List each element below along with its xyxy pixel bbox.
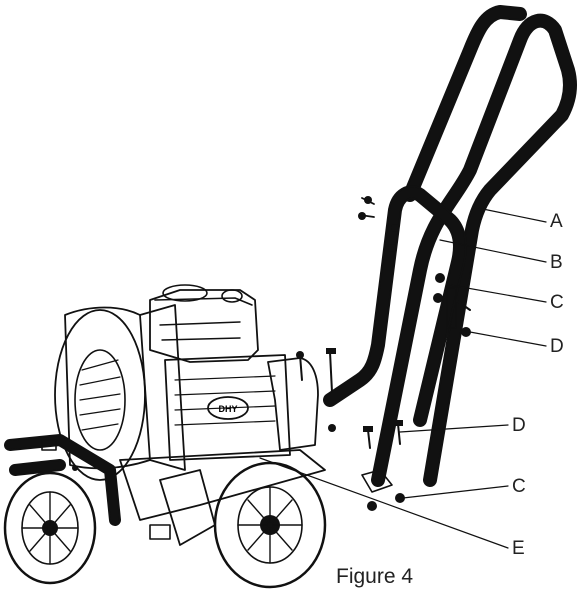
engine-label: DHY xyxy=(218,404,237,414)
leader-lines xyxy=(259,207,547,549)
main-wheel xyxy=(213,461,327,589)
hardware xyxy=(296,196,471,511)
inner-handle xyxy=(323,185,467,427)
callout-c: C xyxy=(550,292,564,313)
frame-base xyxy=(119,449,326,546)
callout-d: D xyxy=(550,336,564,357)
callout-c-lower: C xyxy=(512,476,526,497)
caster-wheel xyxy=(3,434,121,585)
engine: DHY xyxy=(149,284,319,461)
callout-d-lower: D xyxy=(512,415,526,436)
callout-e: E xyxy=(512,538,525,559)
callout-b: B xyxy=(550,252,563,273)
callout-a: A xyxy=(550,211,563,232)
figure-caption: Figure 4 xyxy=(336,565,414,588)
blower-housing xyxy=(54,304,186,481)
